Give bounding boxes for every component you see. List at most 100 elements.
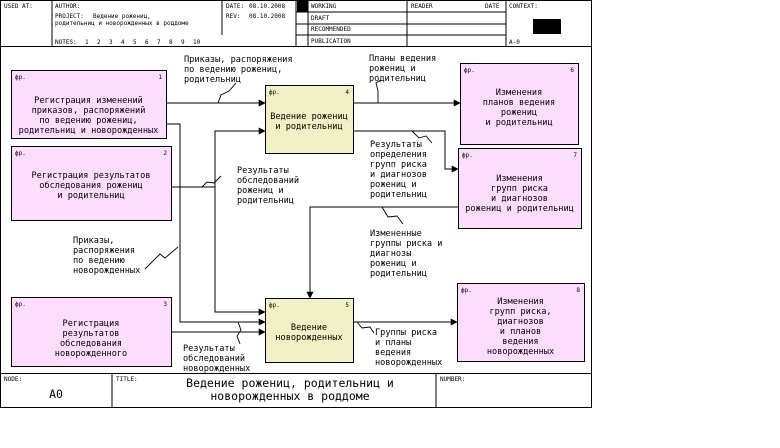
arrow-label-line: рожениц и bbox=[370, 180, 417, 190]
box-text-line: диагнозов bbox=[497, 317, 544, 327]
box-fp-label: фр. bbox=[269, 302, 280, 309]
arrows bbox=[165, 99, 461, 336]
working-marker bbox=[297, 1, 308, 12]
arrow-b7-to-b5 bbox=[306, 206, 458, 299]
box-number: 8 bbox=[576, 287, 580, 294]
arrow-label-line: определения bbox=[370, 150, 427, 160]
arrow-label-line: распоряжения bbox=[73, 246, 135, 256]
context-label: CONTEXT: bbox=[509, 3, 538, 10]
box-text-line: по ведению рожениц, bbox=[39, 116, 137, 126]
arrow-label-line: Измененные bbox=[370, 229, 422, 239]
arrow-label-line: по ведению bbox=[73, 256, 125, 266]
box-fp-label: фр. bbox=[462, 152, 473, 159]
arrow-label-line: и планы bbox=[375, 338, 411, 348]
notes-number: 1 bbox=[85, 39, 89, 46]
arrow-label-line: родительниц bbox=[370, 269, 427, 279]
box-text-line: рожениц и родительниц bbox=[465, 204, 574, 214]
box-text-line: обследования рожениц bbox=[39, 180, 142, 191]
box-text-line: новорожденных bbox=[487, 347, 554, 357]
box-text-line: обследования bbox=[60, 338, 122, 349]
box-fp-label: фр. bbox=[461, 287, 472, 294]
arrow-label-line: обследований bbox=[237, 175, 299, 186]
arrow-b1-to-b5 bbox=[165, 123, 266, 326]
box-text-line: новорожденного bbox=[55, 349, 127, 359]
arrow-label-line: рожениц и bbox=[369, 64, 416, 74]
node-value: A0 bbox=[49, 387, 63, 401]
box-fp-label: фр. bbox=[15, 74, 26, 81]
arrow-label-line: и диагнозов bbox=[370, 170, 427, 180]
box-text-line: и родительниц bbox=[485, 118, 552, 128]
notes-number: 8 bbox=[169, 39, 173, 46]
box-number: 5 bbox=[345, 302, 349, 309]
date-label: DATE: bbox=[226, 3, 244, 10]
arrow-label-line: новорожденных bbox=[73, 266, 140, 276]
status-working: WORKING bbox=[311, 3, 337, 10]
arrow-label-line: обследований bbox=[183, 353, 245, 364]
author-label: AUTHOR: bbox=[55, 3, 80, 10]
rev-value: 08.10.2008 bbox=[249, 13, 286, 20]
box-text-line: Изменения bbox=[497, 297, 544, 307]
box-number: 4 bbox=[345, 89, 349, 96]
notes-number: 3 bbox=[109, 39, 113, 46]
arrow-label-line: Планы ведения bbox=[369, 54, 436, 64]
arrow-label-line: Результаты bbox=[237, 166, 289, 176]
box-text-line: и планов bbox=[500, 327, 541, 337]
arrow-label-line: групп риска bbox=[370, 160, 427, 170]
arrow-label-line: Приказы, распоряжения bbox=[184, 55, 293, 65]
notes-number: 9 bbox=[181, 39, 185, 46]
box-text-line: приказов, распоряжений bbox=[32, 106, 146, 116]
box-text-line: Регистрация результатов bbox=[32, 171, 151, 181]
status-recommended: RECOMMENDED bbox=[311, 26, 351, 33]
box-number: 3 bbox=[163, 301, 167, 308]
arrow-label-line: рожениц и bbox=[237, 186, 284, 196]
project-label: PROJECT: bbox=[55, 13, 84, 20]
activity-box-rect bbox=[11, 297, 172, 367]
arrow-label-line: новорожденных bbox=[375, 358, 442, 368]
box-text-line: родительниц и новорожденных bbox=[19, 126, 159, 136]
box-text-line: и диагнозов bbox=[491, 194, 548, 204]
context-node: A-0 bbox=[509, 39, 520, 46]
arrow-b4-to-b7 bbox=[353, 130, 459, 173]
activity-box-rect bbox=[265, 85, 354, 154]
box-text-line: планов ведения bbox=[483, 98, 555, 108]
arrow-label-line: родительниц bbox=[184, 75, 241, 85]
box-number: 7 bbox=[573, 152, 577, 159]
arrow-label-line: родительниц bbox=[370, 190, 427, 200]
arrow-label-line: диагнозы bbox=[370, 249, 411, 259]
box-text-line: Регистрация изменений bbox=[34, 96, 143, 106]
arrow-b2-to-b5 bbox=[214, 187, 266, 316]
activity-box-3[interactable]: фр.3Регистрациярезультатовобследованияно… bbox=[11, 297, 172, 367]
box-number: 6 bbox=[570, 67, 574, 74]
arrow-label-line: Приказы, bbox=[73, 236, 114, 246]
box-text-line: и родительниц bbox=[275, 122, 342, 132]
box-text-line: Изменения bbox=[496, 174, 543, 184]
status-draft: DRAFT bbox=[311, 15, 329, 22]
box-text-line: групп риска bbox=[491, 184, 548, 194]
arrow-label-line: родительниц bbox=[369, 74, 426, 84]
arrow-label-line: ведения bbox=[375, 348, 411, 358]
number-label: NUMBER: bbox=[440, 376, 465, 383]
arrow-label-line: группы риска и bbox=[370, 239, 442, 249]
arrow-label-line: по ведению рожениц, bbox=[184, 65, 282, 75]
notes-number: 7 bbox=[157, 39, 161, 46]
notes-number: 5 bbox=[133, 39, 137, 46]
arrow-label-line: рожениц и bbox=[370, 259, 417, 269]
project-value-line-1: Ведение рожениц, bbox=[93, 13, 151, 20]
activity-box-rect bbox=[458, 148, 582, 229]
status-publication: PUBLICATION bbox=[311, 38, 351, 45]
title-label: TITLE: bbox=[116, 376, 138, 383]
box-text-line: Ведение bbox=[291, 323, 327, 333]
